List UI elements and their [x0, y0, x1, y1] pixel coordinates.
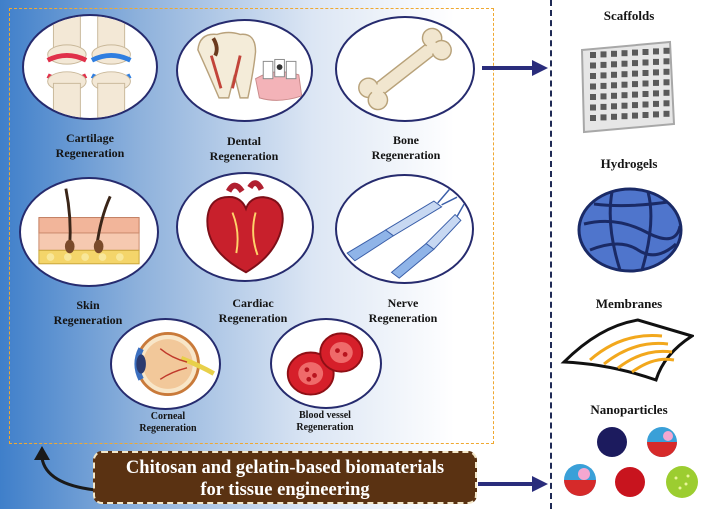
scaffold-pore [611, 82, 617, 89]
scaffold-pore [663, 58, 670, 65]
membrane-sheet-icon [560, 318, 694, 382]
scaffold-pore [611, 50, 617, 57]
scaffold-pore [632, 102, 638, 109]
scaffold-pore [611, 71, 617, 78]
scaffold-pore [590, 52, 596, 58]
scaffold-pore [600, 51, 607, 58]
scaffold-pore [621, 92, 628, 99]
scaffold-pore [642, 101, 649, 108]
tooth-icon [176, 19, 313, 122]
title-banner: Chitosan and gelatin-based biomaterials … [93, 451, 477, 504]
scaffold-pore [600, 103, 607, 110]
scaffold-pore [632, 91, 638, 98]
curved-arrow-to-applications [40, 457, 96, 492]
scaffold-pore [621, 60, 628, 67]
nanoparticle-spheres-icon [564, 427, 698, 498]
scaffold-pore [632, 49, 638, 56]
scaffold-pore [642, 70, 649, 76]
scaffold-pore [590, 94, 596, 100]
scaffold-pore [642, 91, 649, 97]
scaffold-pore [653, 111, 659, 118]
scaffold-pore [663, 79, 670, 86]
scaffold-pore [632, 112, 638, 119]
scaffold-pore [590, 62, 596, 69]
banner-line-2: for tissue engineering [200, 480, 370, 500]
scaffold-pore [611, 113, 617, 120]
nanoparticles-label: Nanoparticles [590, 402, 668, 417]
skin-layers-icon [19, 177, 159, 287]
bone-icon [335, 16, 475, 122]
scaffold-pore [663, 68, 670, 75]
scaffold-pore [600, 72, 607, 79]
scaffold-pore [642, 49, 649, 55]
scaffold-pore [590, 73, 596, 79]
curved-arrow-head [34, 446, 50, 460]
scaffold-pore [653, 90, 659, 97]
scaffold-pore [642, 80, 649, 87]
scaffold-pore [663, 89, 670, 96]
scaffold-pore [621, 50, 628, 57]
blood-cells-icon [270, 318, 382, 409]
scaffold-pore [611, 103, 617, 110]
scaffold-pore [653, 69, 659, 76]
scaffold-pore [590, 104, 596, 111]
section-divider [550, 0, 552, 509]
scaffold-pore [621, 71, 628, 78]
scaffold-pore [663, 47, 670, 54]
scaffold-pore [600, 114, 607, 121]
scaffold-pore [653, 100, 659, 107]
scaffold-pore [600, 82, 607, 89]
membranes-label: Membranes [595, 296, 663, 311]
scaffold-pore [653, 58, 659, 65]
scaffolds-label: Scaffolds [603, 8, 655, 23]
scaffold-pore [642, 112, 649, 118]
scaffold-pore [632, 60, 638, 67]
scaffold-pore [653, 48, 659, 55]
hydrogels-label: Hydrogels [600, 156, 658, 171]
scaffold-pore [611, 61, 617, 68]
banner-line-1: Chitosan and gelatin-based biomaterials [125, 458, 445, 478]
scaffold-lattice-icon [580, 40, 676, 134]
scaffold-pore [663, 110, 670, 117]
scaffold-pore [621, 102, 628, 109]
scaffold-pore [600, 93, 607, 100]
scaffold-pore [621, 81, 628, 88]
scaffold-pore [600, 61, 607, 68]
scaffold-pore [632, 81, 638, 88]
scaffold-pore [621, 113, 628, 120]
scaffold-pore [590, 83, 596, 90]
nerve-fiber-icon [335, 174, 474, 284]
scaffold-pore [663, 100, 670, 107]
arrow-to-nanoparticles-head [532, 476, 548, 492]
arrow-to-scaffolds-head [532, 60, 548, 76]
scaffold-pore [590, 115, 596, 121]
scaffold-pore [642, 59, 649, 66]
cartilage-joint-icon [22, 14, 158, 120]
eye-icon [110, 318, 221, 410]
applications-dashed-frame [9, 8, 494, 444]
heart-icon [176, 172, 314, 282]
hydrogel-network-icon [577, 187, 683, 273]
scaffold-pore [632, 70, 638, 77]
scaffold-pore [653, 79, 659, 86]
scaffold-pore [611, 92, 617, 99]
